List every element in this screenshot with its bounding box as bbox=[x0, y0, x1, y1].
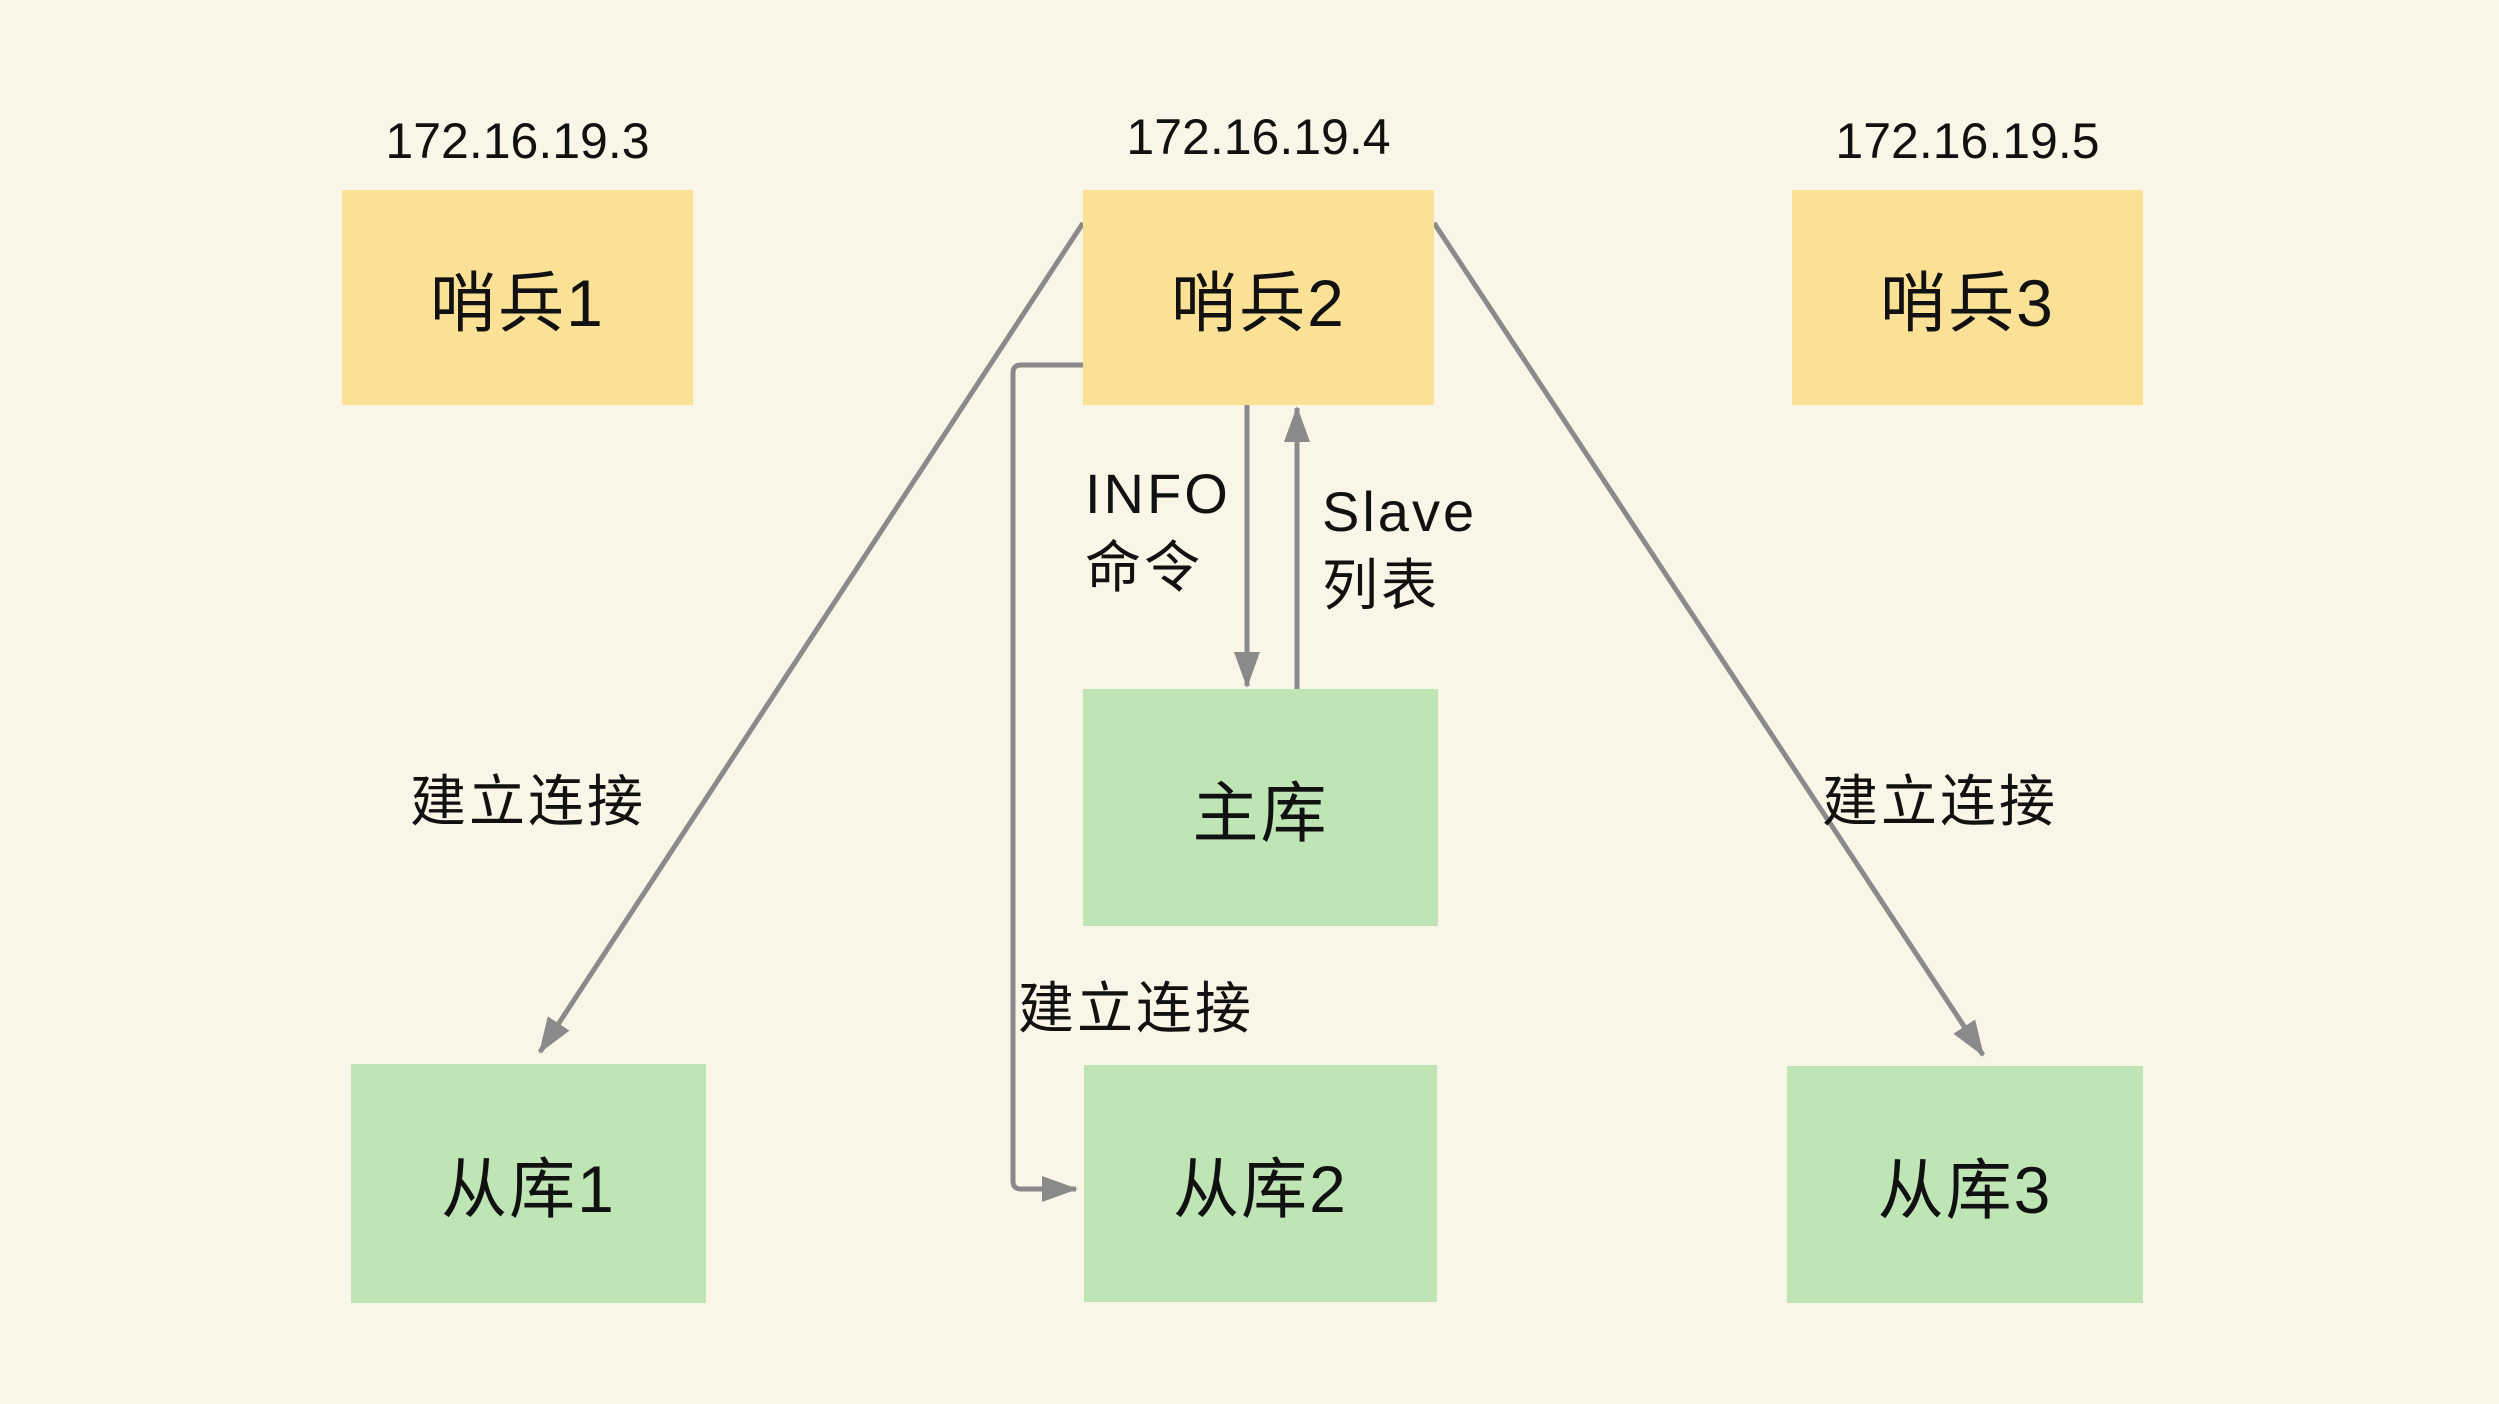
node-master-label: 主库 bbox=[1192, 775, 1329, 850]
ip-label-sentinel1: 172.16.19.3 bbox=[385, 113, 650, 169]
edge-label-info-line2: 命令 bbox=[1085, 536, 1203, 599]
edge-label-info-command: INFO 命令 bbox=[1085, 457, 1231, 605]
ip-label-sentinel3: 172.16.19.5 bbox=[1835, 113, 2100, 169]
ip-label-sentinel2: 172.16.19.4 bbox=[1126, 109, 1391, 165]
node-slave2-db: 从库2 bbox=[1084, 1065, 1437, 1302]
node-sentinel3-label: 哨兵3 bbox=[1880, 265, 2055, 340]
node-sentinel2-label: 哨兵2 bbox=[1171, 265, 1346, 340]
node-slave3-label: 从库3 bbox=[1877, 1152, 2053, 1227]
edge-label-slave-list: Slave 列表 bbox=[1322, 475, 1477, 623]
edge-label-slave-line1: Slave bbox=[1322, 480, 1478, 543]
arrow-sentinel2-to-slave2 bbox=[1010, 362, 1085, 1202]
node-sentinel3: 哨兵3 bbox=[1792, 190, 2143, 405]
edge-label-info-line1: INFO bbox=[1085, 462, 1231, 525]
edge-label-connect-left: 建立连接 bbox=[410, 770, 646, 833]
arrow-sentinel2-to-slave1 bbox=[537, 221, 1086, 1054]
node-sentinel1: 哨兵1 bbox=[342, 190, 693, 405]
node-sentinel2: 哨兵2 bbox=[1083, 190, 1434, 405]
node-sentinel1-label: 哨兵1 bbox=[430, 265, 605, 340]
edge-label-connect-right: 建立连接 bbox=[1822, 770, 2058, 833]
node-slave2-label: 从库2 bbox=[1173, 1151, 1348, 1226]
arrow-sentinel2-to-slave3 bbox=[1431, 221, 1986, 1057]
node-slave1-label: 从库1 bbox=[441, 1151, 616, 1226]
edge-label-slave-line2: 列表 bbox=[1322, 554, 1440, 617]
edge-label-connect-middle: 建立连接 bbox=[1018, 977, 1254, 1040]
node-slave1-db: 从库1 bbox=[351, 1064, 706, 1303]
node-master-db: 主库 bbox=[1083, 689, 1438, 926]
node-slave3-db: 从库3 bbox=[1787, 1066, 2143, 1303]
